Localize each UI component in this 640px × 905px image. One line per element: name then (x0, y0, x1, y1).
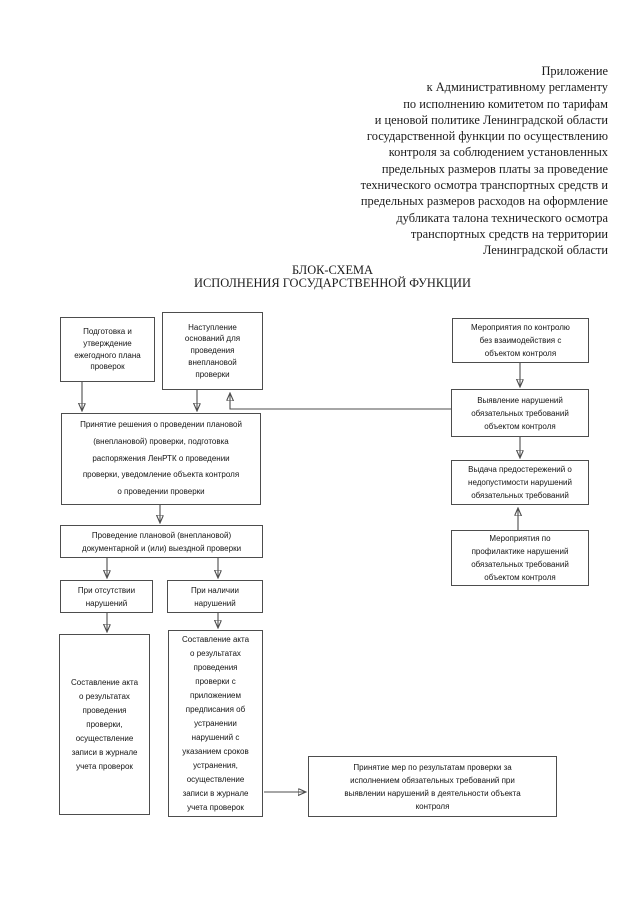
flowchart-box-annual-plan: Подготовка и утверждение ежегодного план… (60, 317, 155, 382)
flowchart-box-inspection-conduct: Проведение плановой (внеплановой) докуме… (60, 525, 263, 558)
flowchart-box-violations-found: При наличии нарушений (167, 580, 263, 613)
appendix-note: Приложение к Административному регламент… (360, 64, 608, 258)
connector-violations-to-grounds (230, 394, 451, 410)
page-title: БЛОК-СХЕМА ИСПОЛНЕНИЯ ГОСУДАРСТВЕННОЙ ФУ… (194, 263, 471, 291)
flowchart-box-warnings-issue: Выдача предостережений о недопустимости … (451, 460, 589, 505)
flowchart-box-act-no-violations: Составление акта о результатах проведени… (59, 634, 150, 815)
flowchart-box-violations-detection: Выявление нарушений обязательных требова… (451, 389, 589, 437)
flowchart-box-no-violations: При отсутствии нарушений (60, 580, 153, 613)
flowchart-box-unscheduled-grounds: Наступление оснований для проведения вне… (162, 312, 263, 390)
flowchart-box-act-with-order: Составление акта о результатах проведени… (168, 630, 263, 817)
flowchart-box-prevention-measures: Мероприятия по профилактике нарушений об… (451, 530, 589, 586)
flowchart-box-inspection-decision: Принятие решения о проведении плановой (… (61, 413, 261, 505)
flowchart-box-measures-taken: Принятие мер по результатам проверки за … (308, 756, 557, 817)
flowchart-box-control-no-interaction: Мероприятия по контролю без взаимодейств… (452, 318, 589, 363)
